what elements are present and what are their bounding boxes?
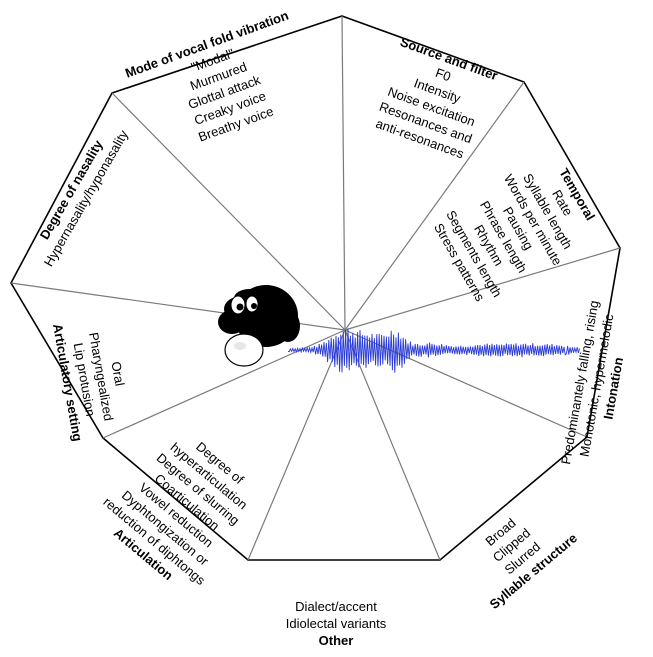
nonagon-outline	[10, 15, 621, 561]
sector-other: Dialect/accent Idiolectal variants Other	[286, 599, 387, 648]
sector-title: Other	[319, 633, 354, 648]
sector-item: Dialect/accent	[295, 599, 377, 614]
speech-waveform-icon	[287, 328, 581, 373]
sector-item: F0	[433, 65, 452, 84]
sector-item: Oral	[108, 360, 127, 387]
cartoon-speaker-head-icon	[218, 285, 300, 367]
sector-item: Idiolectal variants	[286, 616, 387, 631]
